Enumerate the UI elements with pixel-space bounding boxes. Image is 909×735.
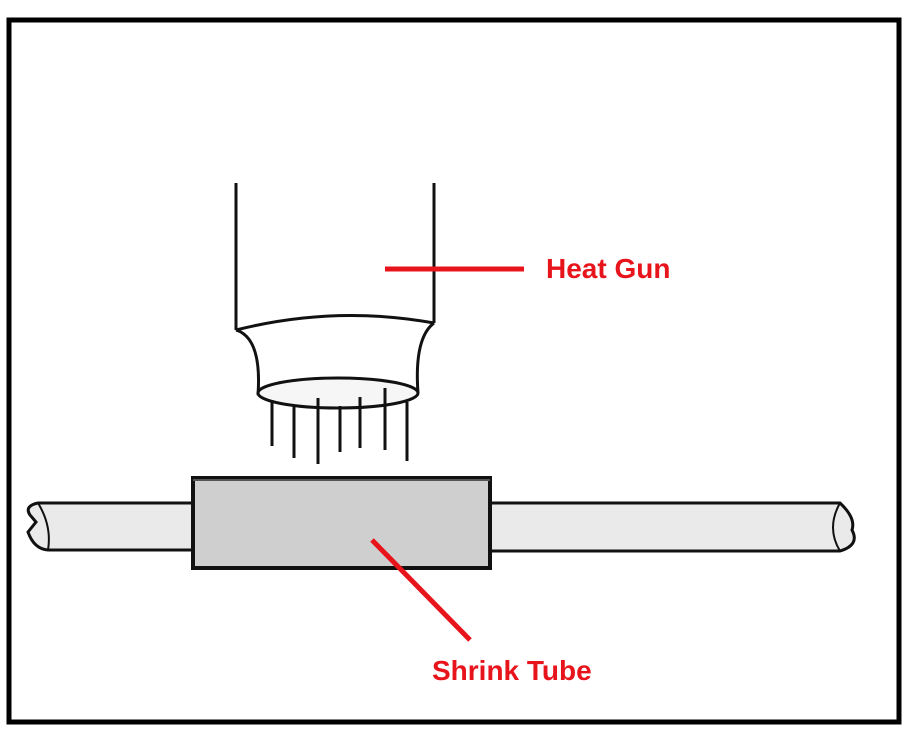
shrink-tube-body xyxy=(191,476,492,570)
shrink-tube-label: Shrink Tube xyxy=(432,655,592,686)
heat-gun-label: Heat Gun xyxy=(546,253,670,284)
heat-gun-flare-right xyxy=(415,321,435,394)
wire-right-cut xyxy=(832,502,841,552)
wire-left-body xyxy=(26,501,197,552)
wire-right-body xyxy=(486,501,856,553)
heat-gun xyxy=(234,183,436,464)
heat-gun-collar-top xyxy=(235,313,435,332)
shrink-tube xyxy=(191,476,492,570)
wire-right xyxy=(486,501,856,553)
outer-border xyxy=(6,17,902,725)
wire-left xyxy=(26,501,197,552)
hot-air-lines xyxy=(270,388,409,464)
shrink-tube-leader-line xyxy=(370,538,472,642)
heat-gun-flare-left xyxy=(235,328,261,396)
heat-gun-nozzle-opening xyxy=(256,376,420,410)
wire-left-cut xyxy=(37,502,50,551)
